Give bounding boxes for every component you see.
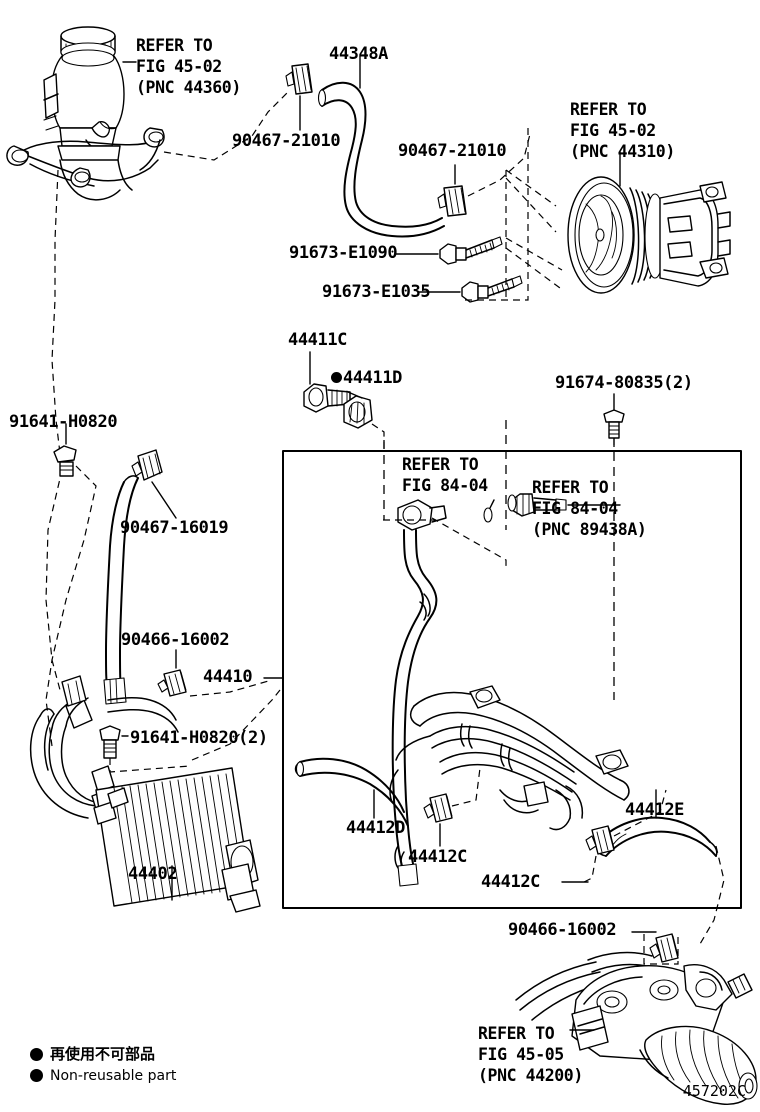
legend-row-english: Non-reusable part xyxy=(30,1066,176,1086)
label-cooler-44402: 44402 xyxy=(128,864,178,884)
clamp-44412c-mid xyxy=(423,793,453,823)
bolt-91673-e1035 xyxy=(461,275,523,303)
hose-44348a xyxy=(317,81,445,238)
label-nut-44411d: 44411D xyxy=(331,368,402,389)
label-refer-8404-b: REFER TO FIG 84-04 (PNC 89438A) xyxy=(532,478,647,539)
label-tube-44410: 44410 xyxy=(203,667,253,687)
clamp-90467-21010-upper xyxy=(285,63,313,95)
label-clamp-90467-21010-upper: 90467-21010 xyxy=(232,131,341,151)
bolt-91641-h0820-2 xyxy=(99,725,121,759)
label-bolt-91673-e1090: 91673-E1090 xyxy=(289,243,398,263)
legend: 再使用不可部品 Non-reusable part xyxy=(30,1044,176,1086)
label-clamp-90467-16019: 90467-16019 xyxy=(120,518,229,538)
legend-row-japanese: 再使用不可部品 xyxy=(30,1044,176,1066)
oil-cooler-44402-illustration xyxy=(29,675,261,913)
non-reusable-bullet-icon xyxy=(331,371,342,383)
clamp-44412c-right xyxy=(585,825,615,855)
label-refer-reservoir: REFER TO FIG 45-02 (PNC 44360) xyxy=(136,36,241,97)
label-hose-44412e: 44412E xyxy=(625,800,685,820)
label-clamp-90467-21010-lower: 90467-21010 xyxy=(398,141,507,161)
leader-44411d xyxy=(347,391,363,399)
label-hose-44348a: 44348A xyxy=(329,44,389,64)
pressure-sensor-89438a xyxy=(507,493,567,517)
label-hose-44412d: 44412D xyxy=(346,818,406,838)
non-reusable-dot-icon-2 xyxy=(30,1069,43,1083)
figure-code: 457202C xyxy=(682,1082,746,1100)
return-hose-left xyxy=(103,475,139,705)
bolt-91673-e1090 xyxy=(439,236,503,265)
reservoir-tank-illustration xyxy=(6,26,165,201)
label-union-44411c: 44411C xyxy=(288,330,348,350)
label-refer-pump: REFER TO FIG 45-02 (PNC 44310) xyxy=(570,100,675,161)
label-bolt-91674-80835: 91674-80835(2) xyxy=(555,373,693,393)
bolt-91641-h0820-left xyxy=(53,445,77,477)
power-steering-pump-illustration xyxy=(567,176,731,294)
inset-box xyxy=(282,450,742,909)
label-clamp-90466-16002-bottom: 90466-16002 xyxy=(508,920,617,940)
label-clamp-90466-16002-left: 90466-16002 xyxy=(121,630,230,650)
steering-gear-44200-illustration xyxy=(515,951,758,1105)
clamp-90467-16019 xyxy=(131,449,163,481)
label-bolt-91673-e1035: 91673-E1035 xyxy=(322,282,431,302)
label-clamp-44412c-mid: 44412C xyxy=(408,847,468,867)
union-44411c xyxy=(303,383,351,413)
non-reusable-dot-icon xyxy=(30,1048,43,1062)
clamp-90466-16002-bottom xyxy=(649,933,679,963)
hose-44412d xyxy=(294,757,409,827)
label-clamp-44412c-right: 44412C xyxy=(481,872,541,892)
label-refer-8404-a: REFER TO FIG 84-04 xyxy=(402,455,488,495)
nut-44411d xyxy=(343,395,373,429)
legend-japanese-text: 再使用不可部品 xyxy=(50,1045,156,1063)
label-refer-steering-gear: REFER TO FIG 45-05 (PNC 44200) xyxy=(478,1024,583,1085)
pressure-tube-44410-illustration xyxy=(391,499,447,887)
clamp-90467-21010-lower xyxy=(437,185,467,217)
label-bolt-91641-h0820-2: 91641-H0820(2) xyxy=(130,728,268,748)
bolt-91674-80835 xyxy=(603,409,625,439)
leader-16019 xyxy=(151,481,177,519)
o-ring-8404 xyxy=(483,507,493,523)
label-bolt-91641-h0820: 91641-H0820 xyxy=(9,412,118,432)
legend-english-text: Non-reusable part xyxy=(50,1067,177,1084)
steering-gear-rack-illustration xyxy=(389,685,630,831)
clamp-90466-16002-left xyxy=(157,669,187,697)
